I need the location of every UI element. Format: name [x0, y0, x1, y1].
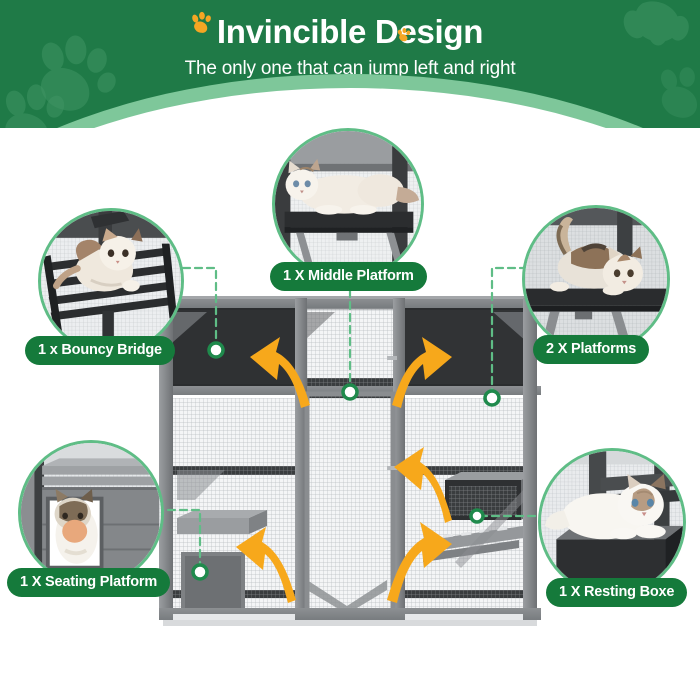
callout-label-platforms: 2 X Platforms: [533, 335, 650, 364]
paw-print-icon: [189, 10, 213, 39]
paw-print-icon: [396, 27, 411, 47]
callout-photo-resting-boxe: [538, 448, 686, 596]
callout-middle-platform[interactable]: 1 X Middle Platform: [270, 128, 432, 291]
callout-label-seating-platform: 1 X Seating Platform: [7, 568, 171, 597]
cat: [544, 474, 666, 540]
cat: [54, 489, 98, 564]
paw-print-icon: [0, 74, 76, 128]
cat: [285, 158, 420, 215]
callout-label-bouncy-bridge: 1 x Bouncy Bridge: [25, 336, 175, 365]
callout-photo-seating-platform: [18, 440, 164, 586]
paw-print-icon: [648, 56, 700, 126]
catio-illustration: [159, 296, 541, 626]
callout-photo-platforms: [522, 205, 670, 353]
callout-seating-platform[interactable]: 1 X Seating Platform: [7, 440, 171, 600]
callout-bouncy-bridge[interactable]: 1 x Bouncy Bridge: [25, 208, 188, 368]
callout-resting-boxe[interactable]: 1 X Resting Boxe: [538, 448, 693, 608]
product-image: [155, 290, 545, 646]
callout-label-resting-boxe: 1 X Resting Boxe: [546, 578, 688, 607]
callout-label-middle-platform: 1 X Middle Platform: [270, 262, 427, 291]
cat: [52, 228, 143, 292]
paw-print-icon: [608, 0, 700, 82]
callout-photo-bouncy-bridge: [38, 208, 184, 354]
callout-photo-middle-platform: [272, 128, 424, 280]
callout-platforms[interactable]: 2 X Platforms: [522, 205, 677, 365]
cat: [549, 217, 644, 296]
page-subtitle: The only one that can jump left and righ…: [184, 58, 516, 79]
header-banner: Invincible Design: [0, 0, 700, 128]
page-title: Invincible Design: [216, 13, 484, 50]
